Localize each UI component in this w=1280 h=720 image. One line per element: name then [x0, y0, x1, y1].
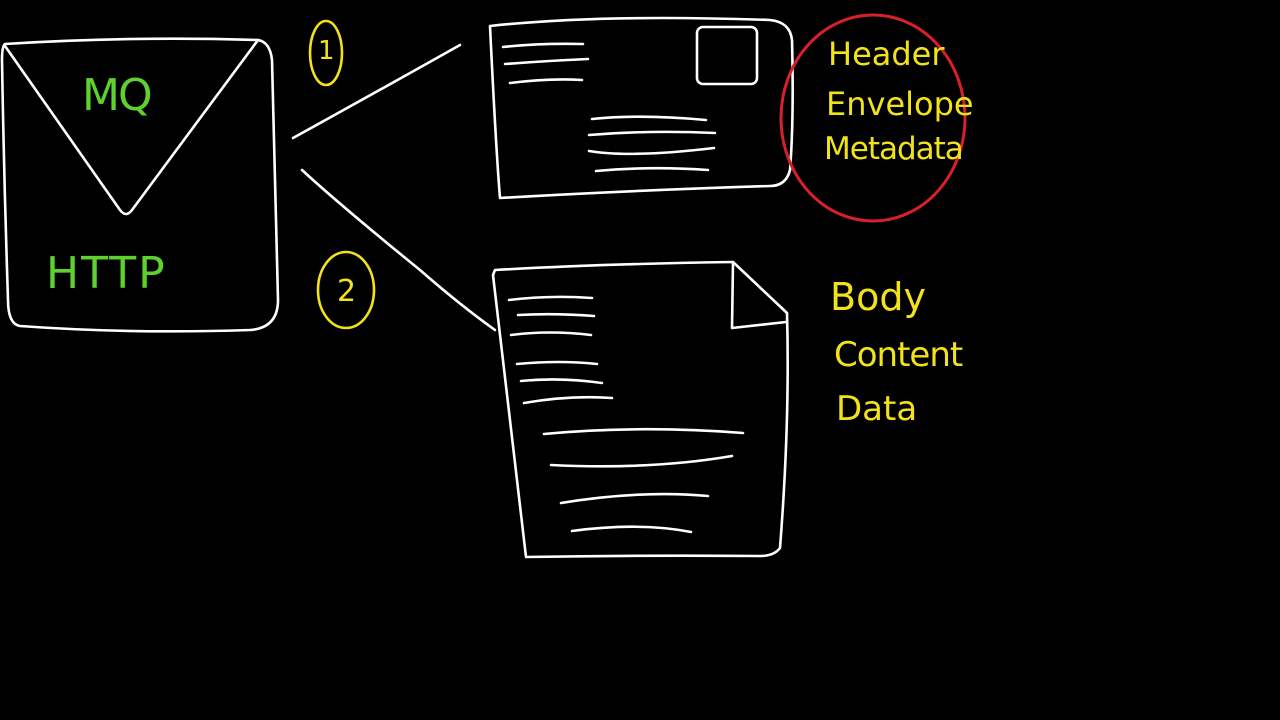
- branch-number-1: 1: [318, 36, 335, 66]
- annotation-header: Header: [828, 35, 945, 73]
- envelope-label-mq: MQ: [82, 70, 153, 121]
- highlight-circle: [779, 13, 967, 223]
- document-icon: [491, 260, 789, 559]
- annotation-metadata: Metadata: [824, 131, 964, 167]
- postcard-icon: [488, 16, 794, 200]
- branch-line-2: [300, 168, 497, 332]
- number-circle-1: [308, 19, 344, 87]
- annotation-data: Data: [836, 389, 918, 429]
- number-circle-2: [316, 250, 376, 330]
- annotation-body: Body: [830, 275, 926, 319]
- branch-line-1: [291, 43, 462, 140]
- annotation-envelope: Envelope: [826, 85, 974, 123]
- envelope-label-http: HTTP: [46, 248, 167, 299]
- branch-number-2: 2: [337, 274, 357, 309]
- envelope-icon: [0, 37, 280, 333]
- annotation-content: Content: [834, 335, 963, 375]
